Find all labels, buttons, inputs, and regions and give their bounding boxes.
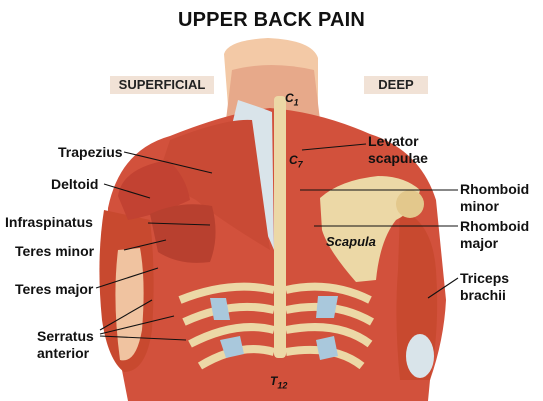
infraspinatus-left <box>150 204 216 263</box>
teres-major-label: Teres major <box>15 281 94 297</box>
trapezius-label: Trapezius <box>58 144 123 160</box>
left-arm-skin <box>115 248 144 361</box>
rib-cage <box>178 282 375 370</box>
infraspinatus-label: Infraspinatus <box>5 214 93 230</box>
rhomboid-minor-label-line2: minor <box>460 198 499 214</box>
serratus-label-line2: anterior <box>37 345 90 361</box>
scapula-label: Scapula <box>326 234 376 249</box>
levator-label-line1: Levator <box>368 133 419 149</box>
rhomboid-major-label-line2: major <box>460 235 499 251</box>
page-title: UPPER BACK PAIN <box>177 9 366 31</box>
c1-label: C1 <box>285 91 299 108</box>
levator-label-line2: scapulae <box>368 150 428 166</box>
c7-label: C7 <box>289 153 303 170</box>
superficial-tag: SUPERFICIAL <box>110 76 214 94</box>
spine <box>274 96 286 358</box>
scapula-bone <box>320 176 420 282</box>
deltoid-left <box>118 160 190 220</box>
t12-label: T12 <box>270 374 288 391</box>
triceps-label-line2: brachii <box>460 287 506 303</box>
elbow <box>406 334 434 378</box>
rhomboid-major-label-line1: Rhomboid <box>460 218 530 234</box>
triceps-label-line1: Triceps <box>460 270 510 286</box>
deep-tag: DEEP <box>364 76 428 94</box>
serratus-label-line1: Serratus <box>37 328 94 344</box>
rhomboid-minor-label-line1: Rhomboid <box>460 181 530 197</box>
humerus-head <box>396 190 424 218</box>
trapezius-left <box>160 119 270 250</box>
leader-lines <box>95 143 459 341</box>
deltoid-label: Deltoid <box>51 176 99 192</box>
teres-minor-label: Teres minor <box>15 243 95 259</box>
